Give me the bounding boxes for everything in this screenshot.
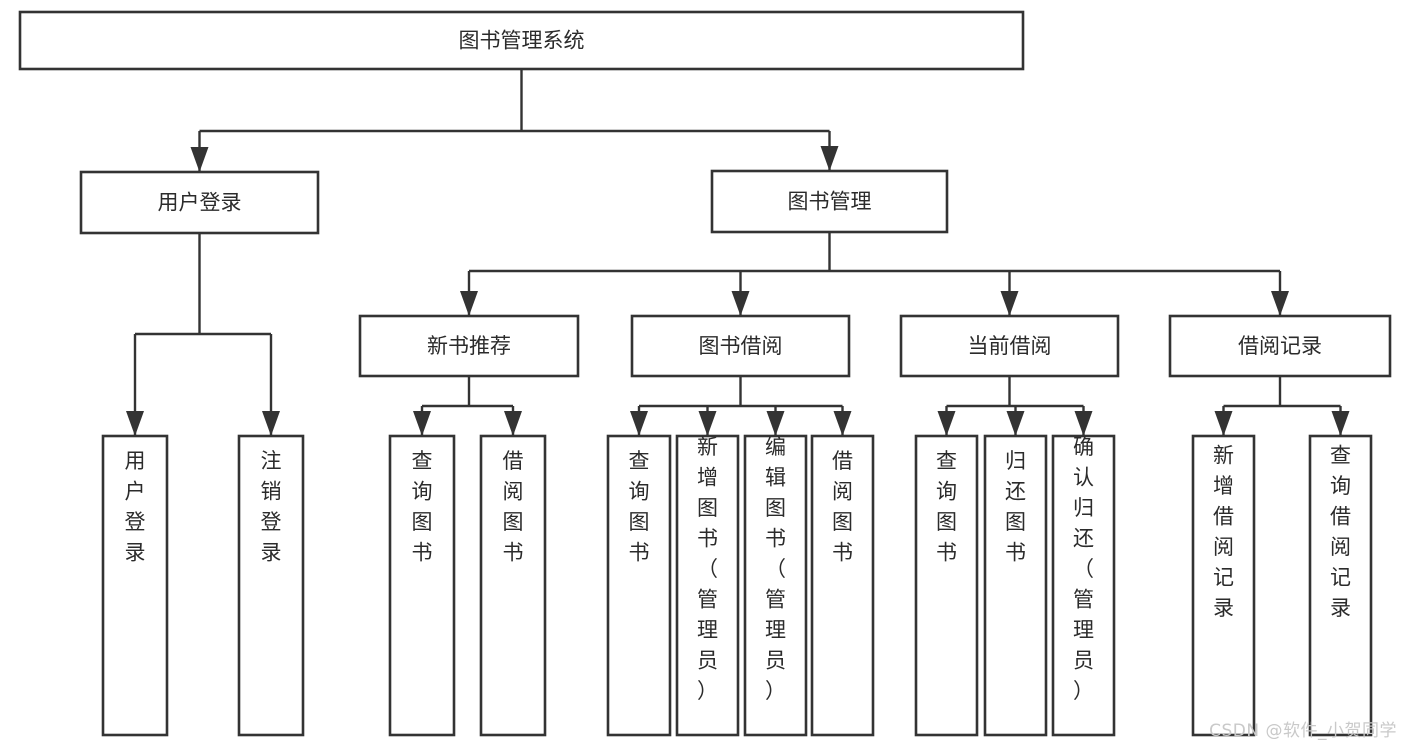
node-book-management[interactable]: 图书管理 (710, 169, 949, 234)
node-leaf-query-borrow-record-label: 查询借阅记录 (1330, 443, 1351, 620)
node-leaf-query-book-current[interactable]: 查询图书 (914, 434, 979, 737)
node-leaf-edit-book-label: 编辑图书（管理员） (765, 435, 786, 703)
current-borrow-arrow-2 (1074, 411, 1093, 436)
node-user-login-label: 用户登录 (158, 191, 242, 215)
node-root-root-label: 图书管理系统 (459, 29, 585, 53)
node-leaf-borrow-book-recommend-label: 借阅图书 (503, 449, 524, 565)
new-book-recommend-arrow-0 (413, 411, 431, 436)
root-arrow-1 (820, 146, 839, 171)
node-leaf-query-book-current-label: 查询图书 (936, 449, 957, 565)
book-borrow-arrow-0 (630, 411, 648, 436)
node-leaf-query-book-borrow-label: 查询图书 (629, 449, 650, 565)
node-leaf-confirm-return-label: 确认归还（管理员） (1073, 435, 1094, 703)
node-leaf-query-book-borrow[interactable]: 查询图书 (606, 434, 672, 737)
node-leaf-borrow-book-label: 借阅图书 (832, 449, 853, 565)
node-leaf-add-book-label: 新增图书（管理员） (697, 435, 718, 703)
book-management-arrow-2 (1000, 291, 1019, 316)
book-borrow-arrow-3 (833, 411, 852, 436)
node-borrow-record[interactable]: 借阅记录 (1168, 314, 1392, 378)
user-login-arrow-0 (126, 411, 144, 436)
node-leaf-borrow-book-box (810, 434, 875, 737)
node-leaf-query-borrow-record-box (1308, 434, 1373, 737)
borrow-record-arrow-1 (1331, 411, 1350, 436)
node-leaf-query-book-recommend-box (388, 434, 456, 737)
node-leaf-confirm-return-box (1051, 434, 1116, 737)
book-management-arrow-1 (731, 291, 750, 316)
node-current-borrow-box (899, 314, 1120, 378)
csdn-watermark: CSDN @软件_小贺同学 (1209, 721, 1397, 741)
node-leaf-query-book-borrow-box (606, 434, 672, 737)
node-book-borrow-box (630, 314, 851, 378)
node-leaf-add-borrow-record-box (1191, 434, 1256, 737)
current-borrow-arrow-0 (937, 411, 956, 436)
node-leaf-user-login-box (101, 434, 169, 737)
node-new-book-recommend-box (358, 314, 580, 378)
node-book-borrow[interactable]: 图书借阅 (630, 314, 851, 378)
current-borrow-arrow-1 (1006, 411, 1025, 436)
node-leaf-return-book-label: 归还图书 (1005, 449, 1026, 565)
node-book-management-box (710, 169, 949, 234)
book-management-arrow-0 (460, 291, 478, 316)
book-borrow-arrow-1 (698, 411, 717, 436)
node-leaf-add-borrow-record-label: 新增借阅记录 (1213, 443, 1234, 620)
node-leaf-edit-book[interactable]: 编辑图书（管理员） (743, 434, 808, 737)
node-leaf-query-borrow-record[interactable]: 查询借阅记录 (1308, 434, 1373, 737)
node-new-book-recommend[interactable]: 新书推荐 (358, 314, 580, 378)
node-leaf-add-book[interactable]: 新增图书（管理员） (675, 434, 740, 737)
node-current-borrow-label: 当前借阅 (968, 334, 1052, 358)
root-arrow-0 (190, 147, 209, 172)
node-leaf-logout-login[interactable]: 注销登录 (237, 434, 305, 737)
user-login-arrow-1 (262, 411, 280, 436)
node-root-root[interactable]: 图书管理系统 (18, 10, 1025, 71)
node-leaf-query-book-current-box (914, 434, 979, 737)
node-leaf-user-login-label: 用户登录 (125, 449, 146, 565)
node-layer: 图书管理系统用户登录图书管理新书推荐图书借阅当前借阅借阅记录用户登录注销登录查询… (18, 10, 1392, 737)
new-book-recommend-arrow-1 (504, 411, 522, 436)
node-leaf-query-book-recommend-label: 查询图书 (412, 449, 433, 565)
node-leaf-return-book[interactable]: 归还图书 (983, 434, 1048, 737)
node-current-borrow[interactable]: 当前借阅 (899, 314, 1120, 378)
node-book-borrow-label: 图书借阅 (699, 334, 783, 358)
node-leaf-confirm-return[interactable]: 确认归还（管理员） (1051, 434, 1116, 737)
node-leaf-logout-login-box (237, 434, 305, 737)
node-leaf-query-book-recommend[interactable]: 查询图书 (388, 434, 456, 737)
node-leaf-borrow-book-recommend[interactable]: 借阅图书 (479, 434, 547, 737)
node-root-root-box (18, 10, 1025, 71)
node-leaf-logout-login-label: 注销登录 (261, 449, 282, 565)
node-user-login[interactable]: 用户登录 (79, 170, 320, 235)
borrow-record-arrow-0 (1214, 411, 1233, 436)
node-leaf-borrow-book-recommend-box (479, 434, 547, 737)
node-leaf-add-borrow-record[interactable]: 新增借阅记录 (1191, 434, 1256, 737)
node-leaf-return-book-box (983, 434, 1048, 737)
node-borrow-record-label: 借阅记录 (1238, 334, 1322, 358)
node-user-login-box (79, 170, 320, 235)
node-new-book-recommend-label: 新书推荐 (427, 334, 511, 358)
node-leaf-borrow-book[interactable]: 借阅图书 (810, 434, 875, 737)
node-borrow-record-box (1168, 314, 1392, 378)
node-leaf-user-login[interactable]: 用户登录 (101, 434, 169, 737)
connector-layer (126, 69, 1350, 436)
node-book-management-label: 图书管理 (788, 190, 872, 214)
node-leaf-edit-book-box (743, 434, 808, 737)
node-leaf-add-book-box (675, 434, 740, 737)
book-borrow-arrow-2 (766, 411, 785, 436)
book-management-arrow-3 (1271, 291, 1289, 316)
